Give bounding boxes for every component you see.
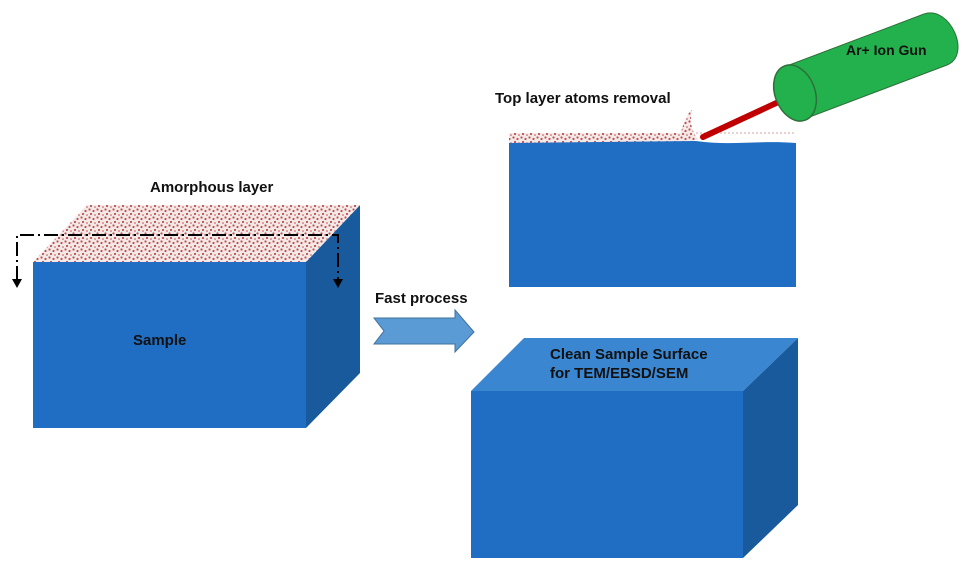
sputtered-atoms-plume xyxy=(680,110,698,140)
amorphous-layer xyxy=(33,205,360,262)
sample-block xyxy=(12,205,360,428)
ion-gun-label: Ar+ Ion Gun xyxy=(846,42,927,58)
process-arrow-icon xyxy=(372,308,475,354)
sample-block-front xyxy=(33,262,306,428)
milled-sample-body xyxy=(509,145,796,287)
cut-arrow-left-icon xyxy=(12,279,22,288)
top-layer-removal-label: Top layer atoms removal xyxy=(495,90,671,107)
remaining-amorphous-layer xyxy=(509,133,696,143)
clean-block-side xyxy=(743,338,798,558)
amorphous-layer-label: Amorphous layer xyxy=(150,179,274,196)
cut-arrow-right-icon xyxy=(333,279,343,288)
clean-surface-label: Clean Sample Surface for TEM/EBSD/SEM xyxy=(550,345,708,383)
ion-gun-front-face xyxy=(772,64,818,122)
sample-block-side xyxy=(306,205,360,428)
cut-line xyxy=(16,234,339,280)
clean-block-top xyxy=(471,338,798,391)
ion-gun-body xyxy=(783,12,959,119)
fast-process-label: Fast process xyxy=(375,290,468,307)
milled-surface xyxy=(509,141,796,147)
clean-surface-label-line1: Clean Sample Surface xyxy=(550,346,708,363)
sample-label: Sample xyxy=(133,332,187,349)
clean-surface-label-line2: for TEM/EBSD/SEM xyxy=(550,365,689,382)
clean-sample-block xyxy=(471,338,798,558)
milling-cross-section xyxy=(509,89,803,287)
clean-block-front xyxy=(471,391,743,558)
ion-gun xyxy=(772,12,959,122)
